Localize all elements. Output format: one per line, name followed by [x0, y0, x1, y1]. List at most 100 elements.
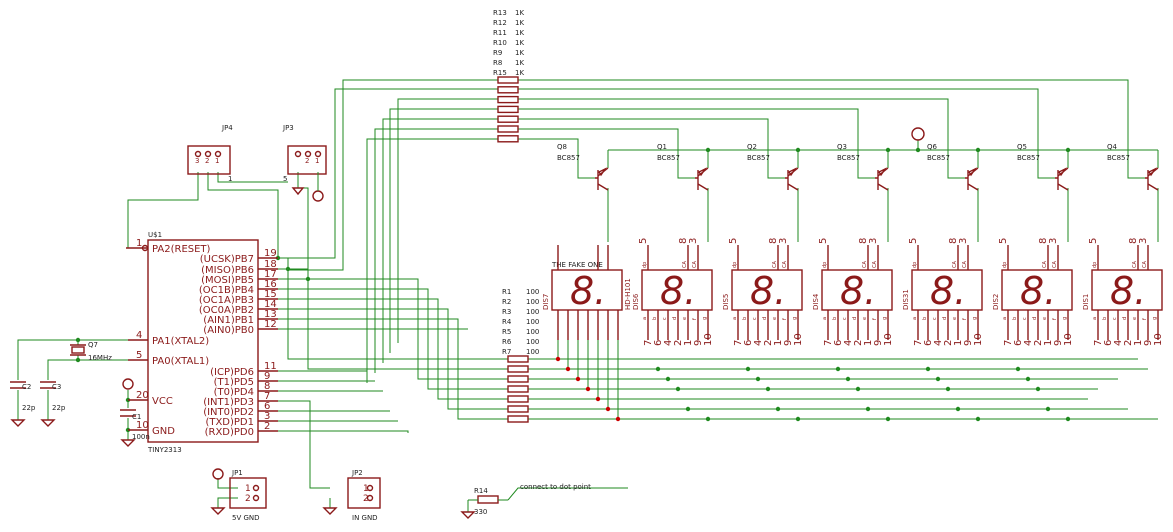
display-top-pin-number: 5 [638, 238, 649, 244]
display-top-pin-number: 3 [688, 238, 699, 244]
transistor-arrow-icon [967, 167, 978, 177]
display-bottom-pin-label: a [1002, 317, 1008, 320]
display-bottom-pin-number: 6 [923, 340, 934, 346]
mcu-pin-number: 18 [264, 259, 277, 270]
display-bottom-pin-label: d [852, 317, 858, 320]
display-bottom-pin-label: c [1022, 317, 1028, 320]
transistor-value: BC857 [657, 154, 680, 162]
jp1-pin-1: 1 [245, 484, 251, 494]
display-top-pin-number: 8 [1128, 238, 1139, 244]
mcu-pin-name: (MOSI)PB5 [201, 275, 254, 286]
display-body [1091, 269, 1163, 311]
display-name: DIS31 [902, 289, 910, 310]
display-bottom-pin-number: 10 [1063, 333, 1074, 346]
display-top-pin-label: CA [1142, 261, 1148, 268]
display-bottom-pin-number: 10 [793, 333, 804, 346]
display-bottom-pin-label: b [742, 317, 748, 320]
display-value: HD-H101 [624, 278, 632, 310]
mcu-left-pins: 1PA2(RESET)4PA1(XTAL2)5PA0(XTAL1)20VCC10… [126, 238, 211, 437]
transistor-name: Q6 [927, 143, 938, 151]
display-bottom-pin-label: e [862, 317, 868, 320]
display-bottom-pin-label: c [932, 317, 938, 320]
display-top-pin-number: 8 [768, 238, 779, 244]
mcu-pin-name: (T0)PD4 [214, 387, 254, 398]
capacitor-c1: C1 100n [120, 378, 150, 447]
display-bottom-pin-number: 6 [833, 340, 844, 346]
display-bottom-pin-number: 7 [823, 340, 834, 346]
jp3-pin-1: 1 [315, 157, 319, 165]
transistor-arrow-icon [1147, 167, 1158, 177]
display-bottom-pin-number: 1 [773, 340, 784, 346]
jp2-pin-2: 2 [363, 494, 369, 504]
jp3-pin-2: 2 [305, 157, 309, 165]
crystal-q7: Q7 16MHz [70, 341, 112, 362]
display-top-pin-number: 5 [908, 238, 919, 244]
transistor-value: BC857 [557, 154, 580, 162]
mcu-pin-number: 11 [264, 361, 277, 372]
display-bottom-pin-number: 10 [1153, 333, 1164, 346]
vcc-icon [212, 468, 224, 480]
resistor-value: 100 [526, 338, 539, 346]
display-body [551, 269, 623, 311]
resistor-body [497, 115, 519, 123]
mcu-tiny2313: 1PA2(RESET)4PA1(XTAL2)5PA0(XTAL1)20VCC10… [126, 231, 278, 454]
crystal-value: 16MHz [88, 354, 112, 362]
ground-icon [460, 511, 476, 519]
display-bottom-pin-number: 9 [873, 340, 884, 346]
resistor-name: R8 [493, 59, 502, 67]
transistor-name: Q2 [747, 143, 757, 151]
r14-value: 330 [474, 508, 487, 516]
display-bottom-pin-number: 6 [1013, 340, 1024, 346]
display-bottom-pin-number: 7 [733, 340, 744, 346]
display-bottom-pin-label: f [872, 318, 878, 320]
display-bottom-pin-label: b [832, 317, 838, 320]
display-digit: 8. [750, 269, 786, 313]
capacitor-c2: C2 22p [10, 381, 36, 427]
header-jp3: 2 1 JP3 5 [282, 124, 327, 202]
display-bottom-pin-label: c [662, 317, 668, 320]
transistor-value: BC857 [1107, 154, 1130, 162]
display-bottom-pin-number: 2 [943, 340, 954, 346]
display-bottom-pin-label: b [1102, 317, 1108, 320]
mcu-pin-name: PA1(XTAL2) [152, 336, 209, 347]
display-bottom-pin-label: g [792, 317, 798, 320]
display-bottom-pin-number: 2 [673, 340, 684, 346]
cap-c2-value: 22p [22, 404, 36, 412]
display-bottom-pin-number: 7 [643, 340, 654, 346]
display-value: THE FAKE ONE [551, 261, 603, 269]
resistor-body [497, 125, 519, 133]
display-bottom-pin-label: c [842, 317, 848, 320]
display-bottom-pin-label: a [732, 317, 738, 320]
vcc-icon [122, 378, 134, 390]
display-bottom-pin-number: 4 [1113, 340, 1124, 346]
display-top-pin-label: CA [872, 261, 878, 268]
r14-name: R14 [474, 487, 488, 495]
display-digit: 8. [840, 269, 876, 313]
resistor-value: 100 [526, 318, 539, 326]
transistor-value: BC857 [747, 154, 770, 162]
mcu-pin-number: 8 [264, 381, 270, 392]
display-bottom-pin-label: e [952, 317, 958, 320]
resistor-body [507, 375, 529, 383]
display-bottom-pin-number: 4 [843, 340, 854, 346]
mcu-pin-number: 3 [264, 411, 270, 422]
display-top-pin-number: 8 [678, 238, 689, 244]
transistor-arrow-icon [1057, 167, 1068, 177]
resistor-name: R4 [502, 318, 512, 326]
resistor-body [507, 355, 529, 363]
display-bottom-pin-label: a [642, 317, 648, 320]
mcu-pin-name: (AIN1)PB1 [203, 315, 254, 326]
resistor-value: 100 [526, 298, 539, 306]
display-top-pin-number: 8 [858, 238, 869, 244]
